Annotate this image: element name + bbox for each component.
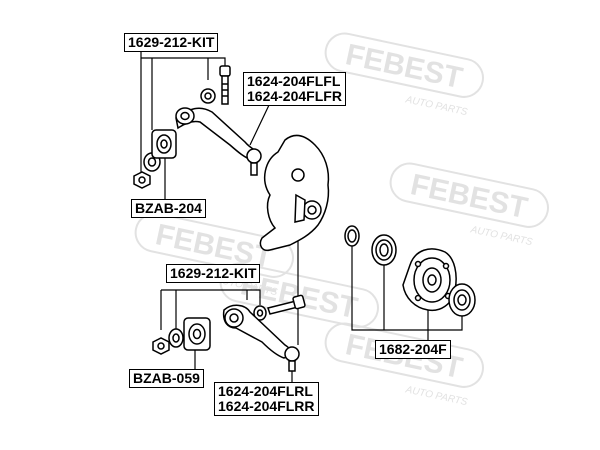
label-upper-arm-kit: 1629-212-KIT (124, 33, 219, 52)
svg-text:FEBEST: FEBEST (408, 168, 531, 225)
label-lower-arm-kit: 1629-212-KIT (166, 264, 261, 283)
seal-ring (344, 225, 360, 247)
label-upper-bushing: BZAB-204 (131, 199, 206, 218)
bushing-lower (183, 317, 211, 351)
part-number-right: 1624-204FLRR (218, 398, 315, 414)
bushing-upper (151, 129, 177, 159)
svg-text:AUTO PARTS: AUTO PARTS (404, 384, 469, 408)
steering-knuckle (259, 134, 330, 252)
upper-control-arm (175, 107, 262, 176)
part-number-left: 1624-204FLFL (247, 73, 341, 89)
nut-lower (152, 337, 170, 355)
svg-text:AUTO PARTS: AUTO PARTS (469, 224, 534, 248)
label-lower-bushing: BZAB-059 (129, 369, 204, 388)
part-number-left: 1624-204FLRL (218, 383, 313, 399)
washer-lower (168, 328, 184, 348)
watermark-bottom-right: FEBEST AUTO PARTS (324, 322, 484, 408)
lower-control-arm (222, 304, 300, 372)
part-number-right: 1624-204FLFR (247, 88, 342, 104)
bolt-lower (267, 294, 306, 315)
outer-bearing (448, 283, 476, 317)
hub-assembly-parts (344, 225, 476, 317)
upper-arm-kit-parts (133, 65, 262, 189)
washer-upper-right (200, 88, 216, 104)
label-upper-control-arm: 1624-204FLFL 1624-204FLFR (243, 72, 346, 106)
svg-text:FEBEST: FEBEST (343, 38, 466, 95)
watermark-right-mid: FEBEST AUTO PARTS (389, 162, 549, 248)
svg-text:AUTO PARTS: AUTO PARTS (404, 94, 469, 118)
label-lower-control-arm: 1624-204FLRL 1624-204FLRR (214, 382, 319, 416)
lower-arm-kit-parts (152, 294, 306, 372)
wheel-hub (402, 248, 457, 312)
nut-upper-left (133, 171, 151, 189)
bolt-upper (219, 65, 231, 105)
label-hub-assembly: 1682-204F (375, 340, 451, 359)
washer-lower-right (253, 305, 267, 321)
inner-bearing (371, 234, 397, 266)
